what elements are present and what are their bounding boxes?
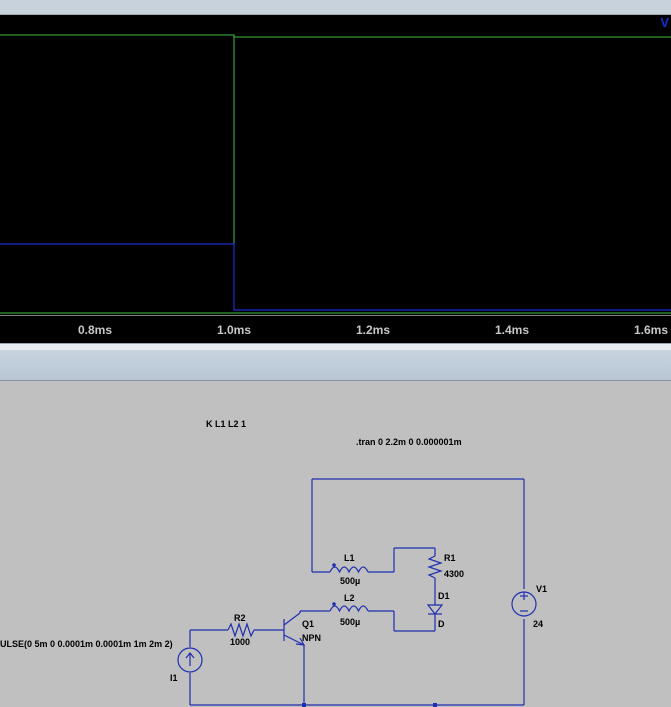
x-axis: 0.8ms 1.0ms 1.2ms 1.4ms 1.6ms — [0, 315, 671, 343]
waveform-canvas — [0, 34, 671, 314]
transistor-q1 — [283, 611, 306, 646]
v1-value[interactable]: 24 — [533, 619, 544, 629]
green-trace — [0, 34, 671, 38]
plot-area[interactable] — [0, 15, 671, 315]
resistor-r2 — [227, 622, 255, 638]
q1-value[interactable]: NPN — [302, 633, 322, 643]
x-tick-label: 0.8ms — [77, 323, 113, 337]
junction-marker — [433, 703, 437, 707]
l1-name[interactable]: L1 — [344, 553, 355, 563]
resistor-r1 — [427, 555, 443, 579]
inductor-l2 — [329, 602, 369, 613]
inductor-l1 — [329, 563, 369, 574]
x-tick-label: 1.2ms — [355, 323, 391, 337]
schematic-title-bar — [0, 350, 671, 381]
voltage-source-v1 — [511, 591, 537, 617]
coupling-directive[interactable]: K L1 L2 1 — [206, 419, 247, 429]
l2-name[interactable]: L2 — [344, 593, 355, 603]
l1-value[interactable]: 500µ — [340, 576, 361, 586]
l2-value[interactable]: 500µ — [340, 617, 361, 627]
junction-marker — [302, 703, 306, 707]
diode-d1 — [426, 601, 444, 621]
i1-value[interactable]: ULSE(0 5m 0 0.0001m 0.0001m 1m 2m 2) — [0, 639, 173, 649]
x-tick-label: 1.4ms — [494, 323, 530, 337]
schematic-canvas[interactable]: K L1 L2 1 .tran 0 2.2m 0 0.000001m L1 50… — [0, 381, 671, 707]
q1-name[interactable]: Q1 — [302, 619, 315, 629]
v1-name[interactable]: V1 — [536, 584, 548, 594]
blue-trace — [0, 243, 671, 311]
r2-value[interactable]: 1000 — [230, 637, 251, 647]
r1-value[interactable]: 4300 — [444, 569, 465, 579]
r1-name[interactable]: R1 — [444, 553, 456, 563]
r2-name[interactable]: R2 — [234, 613, 246, 623]
x-axis-line — [0, 315, 671, 316]
d1-name[interactable]: D1 — [438, 591, 450, 601]
plot-title-bar — [0, 0, 671, 15]
current-source-i1 — [177, 647, 203, 673]
i1-name[interactable]: I1 — [170, 673, 178, 683]
x-tick-label: 1.6ms — [633, 323, 669, 337]
x-tick-label: 1.0ms — [216, 323, 252, 337]
d1-value[interactable]: D — [438, 619, 445, 629]
tran-directive[interactable]: .tran 0 2.2m 0 0.000001m — [356, 437, 462, 447]
schematic-wires — [177, 478, 537, 707]
waveform-viewer[interactable]: V 0.8ms 1.0ms 1.2ms 1.4ms 1.6ms — [0, 0, 671, 344]
trace-label[interactable]: V — [660, 15, 669, 30]
